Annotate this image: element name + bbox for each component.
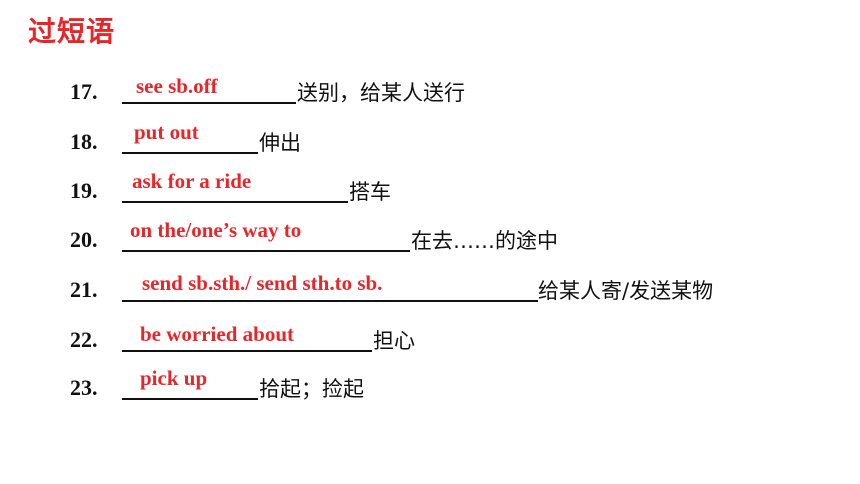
- phrase-row-19: 19. ask for a ride 搭车: [70, 167, 530, 204]
- item-number: 18.: [70, 129, 98, 154]
- meaning-text: 送别，给某人送行: [297, 81, 465, 105]
- meaning-text: 搭车: [349, 180, 391, 204]
- item-number: 17.: [70, 79, 98, 104]
- item-number: 20.: [70, 227, 98, 252]
- item-number: 23.: [70, 375, 98, 400]
- meaning-text: 担心: [373, 329, 415, 353]
- answer-text: be worried about: [140, 322, 294, 346]
- item-number: 22.: [70, 327, 98, 352]
- answer-text: on the/one’s way to: [130, 218, 302, 242]
- item-number: 21.: [70, 277, 98, 302]
- answer-blank: [122, 350, 372, 352]
- phrase-row-23: 23. pick up 拾起；捡起: [70, 364, 530, 401]
- answer-text: see sb.off: [136, 74, 218, 98]
- section-title: 过短语: [28, 15, 116, 48]
- item-number: 19.: [70, 178, 98, 203]
- answer-text: ask for a ride: [132, 169, 252, 193]
- phrase-row-21: 21. send sb.sth./ send sth.to sb. 给某人寄/发…: [70, 266, 760, 303]
- phrase-row-22: 22. be worried about 担心: [70, 316, 530, 353]
- phrase-row-20: 20. on the/one’s way to 在去……的途中: [70, 216, 630, 253]
- answer-blank: [122, 201, 348, 203]
- answer-text: put out: [134, 120, 199, 144]
- answer-blank: [122, 398, 258, 400]
- answer-text: pick up: [140, 366, 208, 390]
- phrase-row-18: 18. put out 伸出: [70, 118, 530, 155]
- meaning-text: 伸出: [259, 131, 301, 155]
- answer-blank: [122, 300, 538, 302]
- meaning-text: 拾起；捡起: [259, 377, 364, 401]
- meaning-text: 在去……的途中: [411, 229, 558, 253]
- phrase-row-17: 17. see sb.off 送别，给某人送行: [70, 68, 530, 105]
- answer-blank: [122, 102, 296, 104]
- answer-blank: [122, 152, 258, 154]
- answer-text: send sb.sth./ send sth.to sb.: [142, 271, 383, 295]
- meaning-text: 给某人寄/发送某物: [538, 279, 714, 303]
- answer-blank: [122, 250, 410, 252]
